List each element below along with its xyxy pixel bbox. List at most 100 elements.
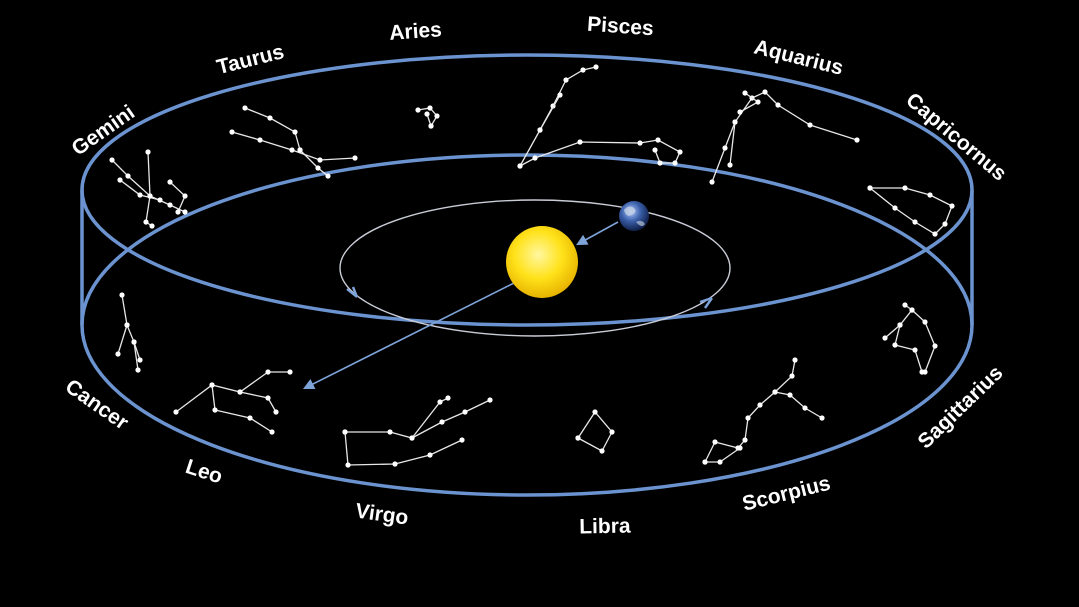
star-point: [652, 147, 658, 153]
star-point: [819, 415, 825, 421]
star-point: [439, 419, 445, 425]
constellation-line: [299, 149, 329, 177]
star-point: [424, 111, 430, 117]
star-point: [109, 157, 115, 163]
star-point: [352, 155, 358, 161]
star-point: [265, 395, 271, 401]
constellation-leo: [173, 369, 293, 435]
star-point: [387, 429, 393, 435]
constellation-line: [519, 66, 597, 167]
constellation-line: [344, 431, 463, 466]
star-point: [609, 429, 615, 435]
star-point: [175, 209, 181, 215]
star-point: [342, 429, 348, 435]
constellation-line: [411, 397, 449, 439]
star-point: [229, 129, 235, 135]
star-point: [131, 339, 137, 345]
star-point: [325, 173, 331, 179]
star-point: [922, 319, 928, 325]
constellation-pisces: [517, 64, 683, 169]
star-point: [787, 392, 793, 398]
constellation-line: [884, 309, 936, 373]
earth-to-sun-arrow: [576, 221, 619, 246]
star-point: [902, 302, 908, 308]
constellation-libra: [575, 409, 615, 454]
star-point: [932, 231, 938, 237]
star-point: [119, 292, 125, 298]
star-point: [409, 435, 415, 441]
star-point: [269, 429, 275, 435]
star-point: [745, 415, 751, 421]
star-point: [517, 163, 523, 169]
star-point: [722, 145, 728, 151]
star-point: [919, 369, 925, 375]
star-point: [315, 165, 321, 171]
sign-label-taurus: Taurus: [214, 40, 286, 79]
star-point: [727, 162, 733, 168]
constellation-virgo: [342, 395, 493, 468]
star-point: [897, 322, 903, 328]
sign-label-scorpius: Scorpius: [740, 472, 833, 516]
star-point: [267, 115, 273, 121]
star-point: [717, 459, 723, 465]
star-point: [135, 367, 141, 373]
star-point: [742, 437, 748, 443]
star-point: [289, 147, 295, 153]
star-point: [892, 342, 898, 348]
star-point: [942, 221, 948, 227]
constellation-taurus: [229, 105, 358, 179]
orbit-direction-arrow-right: [699, 296, 713, 309]
star-point: [242, 105, 248, 111]
star-point: [949, 203, 955, 209]
constellation-aquarius: [709, 89, 860, 185]
star-point: [912, 347, 918, 353]
star-point: [437, 399, 443, 405]
star-point: [265, 369, 271, 375]
star-point: [537, 127, 543, 133]
constellation-sagittarius: [882, 302, 938, 375]
star-point: [247, 415, 253, 421]
star-point: [575, 435, 581, 441]
zodiac-band: [80, 53, 974, 497]
star-point: [912, 219, 918, 225]
star-point: [149, 223, 155, 229]
orbit-ellipse: [339, 199, 731, 337]
constellation-line: [711, 91, 858, 183]
constellation-line: [239, 391, 277, 413]
star-point: [182, 209, 188, 215]
star-point: [147, 193, 153, 199]
star-point: [209, 382, 215, 388]
star-point: [867, 185, 873, 191]
star-point: [125, 173, 131, 179]
star-point: [167, 179, 173, 185]
star-point: [415, 107, 421, 113]
star-point: [287, 369, 293, 375]
constellation-cancer: [115, 292, 143, 373]
constellation-line: [704, 359, 796, 463]
star-point: [427, 105, 433, 111]
sign-label-cancer: Cancer: [61, 375, 133, 435]
star-point: [167, 202, 173, 208]
star-point: [792, 357, 798, 363]
constellations: [109, 64, 955, 468]
constellation-line: [729, 121, 736, 166]
star-point: [772, 389, 778, 395]
star-point: [137, 192, 143, 198]
constellation-capricornus: [867, 185, 955, 237]
star-point: [902, 185, 908, 191]
star-point: [257, 137, 263, 143]
constellation-aries: [415, 105, 440, 129]
constellation-line: [231, 131, 356, 161]
star-point: [157, 197, 163, 203]
sign-label-aquarius: Aquarius: [752, 36, 846, 80]
sign-label-capricornus: Capricornus: [901, 88, 1011, 185]
star-point: [592, 409, 598, 415]
star-point: [712, 439, 718, 445]
star-point: [927, 192, 933, 198]
star-point: [909, 307, 915, 313]
star-point: [137, 357, 143, 363]
star-point: [737, 109, 743, 115]
star-point: [145, 149, 151, 155]
sign-label-leo: Leo: [183, 455, 226, 488]
